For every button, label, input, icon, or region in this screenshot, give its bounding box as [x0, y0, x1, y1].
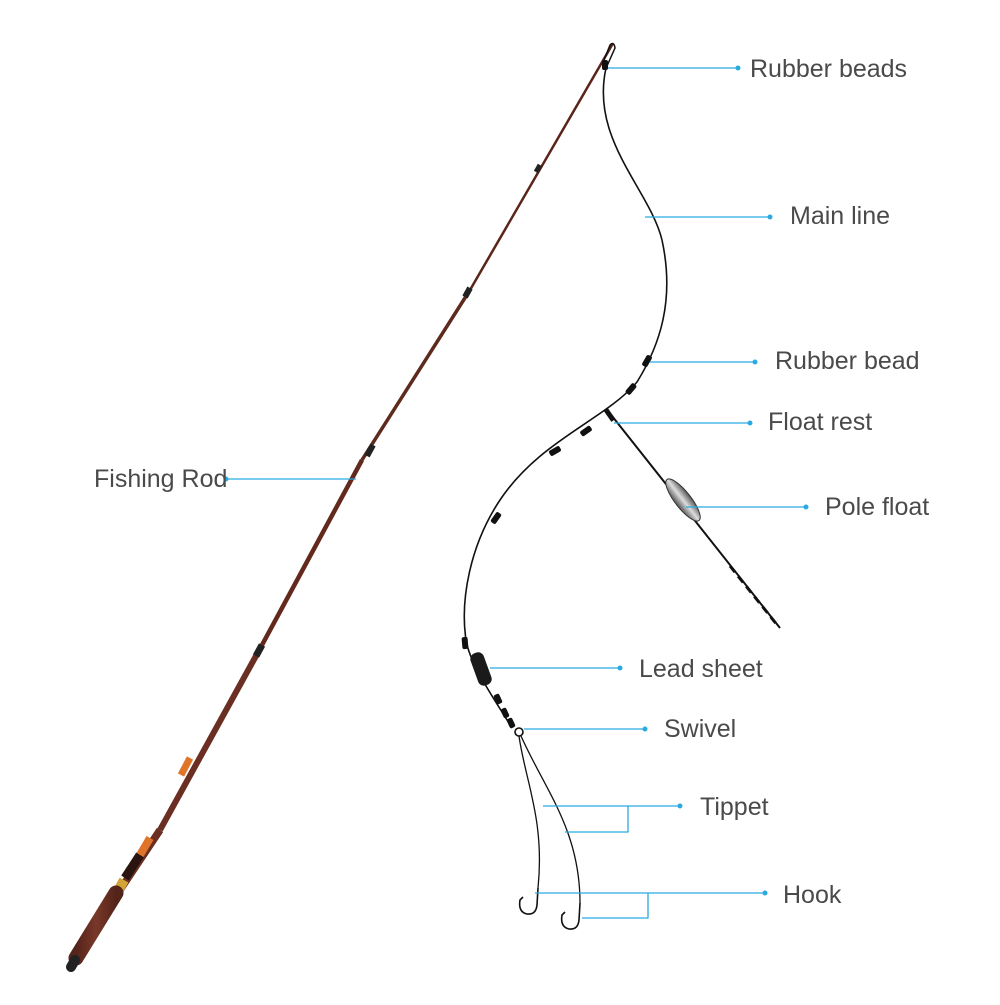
pole-float [665, 478, 701, 522]
label-rubber-beads: Rubber beads [750, 55, 907, 83]
label-rubber-bead: Rubber bead [775, 347, 920, 375]
callout-lines [226, 67, 806, 919]
label-main-line: Main line [790, 202, 890, 230]
tippets-and-hooks [518, 735, 581, 930]
label-tippet: Tippet [700, 793, 769, 821]
rubber-beads-marker [602, 60, 608, 70]
label-float-rest: Float rest [768, 408, 872, 436]
label-swivel: Swivel [664, 715, 736, 743]
float-rest [603, 407, 616, 422]
callout-dots [223, 65, 809, 896]
hook-left [518, 887, 539, 915]
label-lead-sheet: Lead sheet [639, 655, 763, 683]
lead-sheet [470, 652, 492, 686]
pole-float-rig [603, 407, 781, 629]
main-line [461, 60, 668, 737]
swivel [514, 727, 524, 737]
hook-right [560, 902, 581, 930]
label-fishing-rod: Fishing Rod [94, 465, 227, 493]
fishing-rod [66, 42, 616, 972]
rubber-bead-marker [642, 355, 652, 367]
label-hook: Hook [783, 881, 842, 909]
label-pole-float: Pole float [825, 493, 929, 521]
